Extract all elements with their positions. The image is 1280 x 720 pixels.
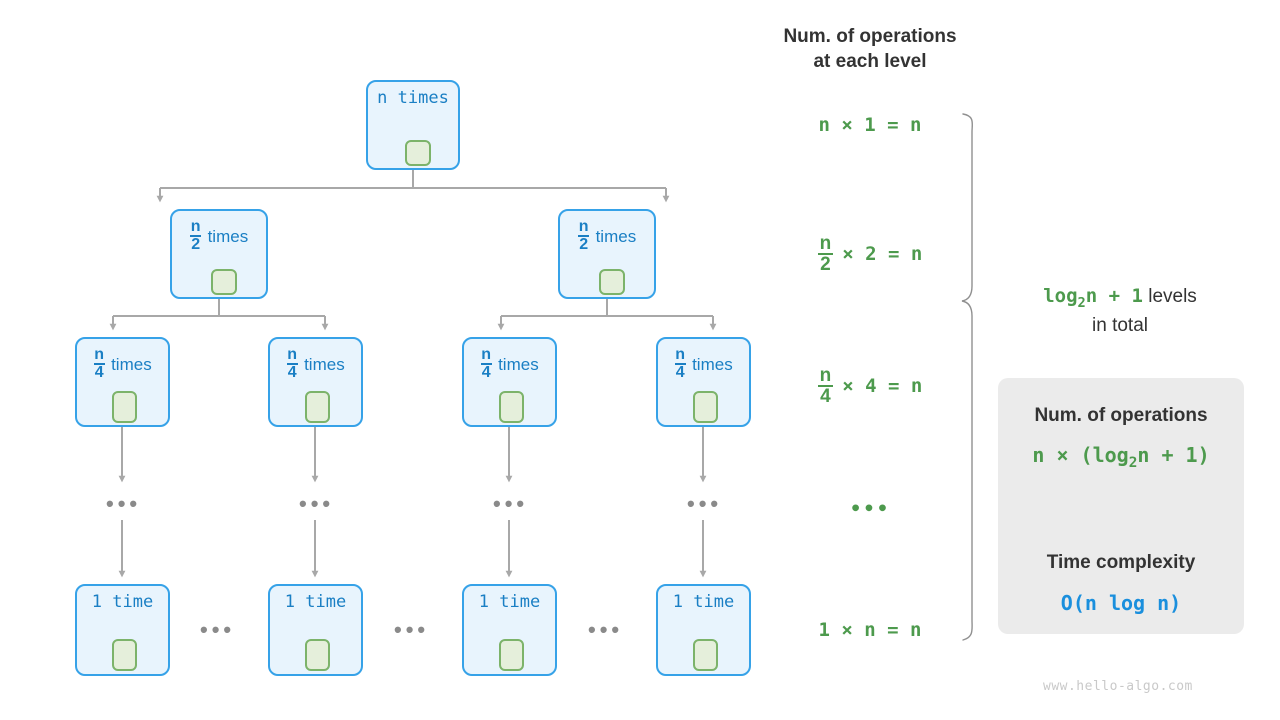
operation-box bbox=[599, 269, 625, 295]
operation-box bbox=[405, 140, 431, 166]
tree-node[interactable]: n 4 times bbox=[656, 337, 751, 427]
node-label: n 4 times bbox=[674, 346, 733, 382]
ops-row-formula: 1 × n = n bbox=[818, 619, 922, 641]
watermark: www.hello-algo.com bbox=[1043, 679, 1193, 694]
horizontal-ellipsis: ••• bbox=[588, 617, 624, 642]
ops-row-formula: n × 1 = n bbox=[818, 114, 922, 136]
operation-box bbox=[112, 391, 137, 423]
node-label: n 4 times bbox=[480, 346, 539, 382]
node-label: n 4 times bbox=[286, 346, 345, 382]
tree-node[interactable]: n 4 times bbox=[462, 337, 557, 427]
result-complexity-value: O(n log n) bbox=[1060, 591, 1182, 615]
tree-node[interactable]: n 4 times bbox=[75, 337, 170, 427]
operation-box bbox=[499, 639, 524, 671]
levels-total-note: log2n + 1 levels in total bbox=[1000, 283, 1240, 340]
result-ops-title: Num. of operations bbox=[1034, 405, 1208, 426]
node-label: 1 time bbox=[91, 592, 154, 612]
fraction: n 2 bbox=[818, 232, 833, 275]
tree-node[interactable]: 1 time bbox=[656, 584, 751, 676]
horizontal-ellipsis: ••• bbox=[394, 617, 430, 642]
tree-node[interactable]: n times bbox=[366, 80, 460, 170]
tree-node[interactable]: n 2 times bbox=[558, 209, 656, 299]
fraction: n 2 bbox=[190, 218, 202, 254]
ops-column-title: Num. of operations at each level bbox=[783, 26, 957, 73]
tree-node[interactable]: n 2 times bbox=[170, 209, 268, 299]
fraction: n 4 bbox=[286, 346, 298, 382]
fraction: n 4 bbox=[480, 346, 492, 382]
levels-note-line2: in total bbox=[1092, 314, 1148, 336]
fraction: n 4 bbox=[93, 346, 105, 382]
fraction: n 4 bbox=[674, 346, 686, 382]
result-summary-box: Num. of operations n × (log2n + 1) Time … bbox=[998, 378, 1244, 634]
node-label: n 2 times bbox=[578, 218, 637, 254]
result-complexity-title: Time complexity bbox=[1046, 552, 1196, 573]
operation-box bbox=[693, 639, 718, 671]
tree-node[interactable]: 1 time bbox=[462, 584, 557, 676]
operation-box bbox=[499, 391, 524, 423]
node-label: 1 time bbox=[284, 592, 347, 612]
vertical-ellipsis: ••• bbox=[106, 491, 142, 516]
horizontal-ellipsis: ••• bbox=[200, 617, 236, 642]
operation-box bbox=[211, 269, 237, 295]
node-label: n 2 times bbox=[190, 218, 249, 254]
levels-note-line1: log2n + 1 levels bbox=[1043, 285, 1197, 311]
ops-row-formula: n 4 × 4 = n bbox=[818, 364, 923, 407]
operation-box bbox=[305, 391, 330, 423]
node-label: 1 time bbox=[478, 592, 541, 612]
levels-formula: log2n + 1 bbox=[1043, 285, 1143, 311]
tree-node[interactable]: 1 time bbox=[75, 584, 170, 676]
tree-node[interactable]: 1 time bbox=[268, 584, 363, 676]
tree-node[interactable]: n 4 times bbox=[268, 337, 363, 427]
node-label: n 4 times bbox=[93, 346, 152, 382]
vertical-ellipsis: ••• bbox=[299, 491, 335, 516]
result-ops-formula: n × (log2n + 1) bbox=[1032, 443, 1210, 471]
ops-row-formula: n 2 × 2 = n bbox=[818, 232, 923, 275]
fraction: n 4 bbox=[818, 364, 833, 407]
operation-box bbox=[305, 639, 330, 671]
node-label: n times bbox=[377, 88, 449, 108]
operation-box bbox=[112, 639, 137, 671]
node-label: 1 time bbox=[672, 592, 735, 612]
vertical-ellipsis: ••• bbox=[493, 491, 529, 516]
ops-row-ellipsis: ••• bbox=[849, 498, 891, 520]
fraction: n 2 bbox=[578, 218, 590, 254]
vertical-ellipsis: ••• bbox=[687, 491, 723, 516]
operation-box bbox=[693, 391, 718, 423]
